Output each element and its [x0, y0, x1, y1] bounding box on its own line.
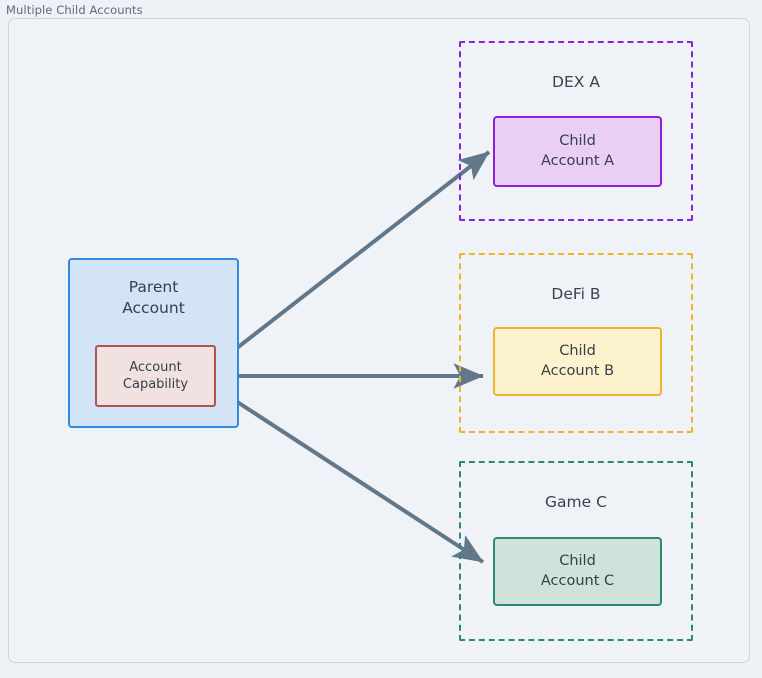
account-capability-label-line2: Capability — [122, 377, 189, 392]
child-account-c-label-line2: Account C — [540, 572, 615, 589]
child-account-b-label-line1: Child — [559, 343, 596, 360]
group-dex-a: DEX A — [459, 41, 693, 221]
group-game-c-title: Game C — [545, 493, 607, 511]
child-account-c-node[interactable]: Child Account C — [493, 537, 662, 606]
group-defi-b: DeFi B — [459, 253, 693, 433]
group-dex-a-title: DEX A — [552, 73, 600, 91]
group-game-c: Game C — [459, 461, 693, 641]
parent-account-label-line1: Parent — [128, 278, 179, 296]
child-account-b-node[interactable]: Child Account B — [493, 327, 662, 396]
parent-account-label-line2: Account — [122, 298, 185, 317]
group-defi-b-title: DeFi B — [551, 285, 601, 303]
child-account-c-label-line1: Child — [559, 553, 596, 570]
frame-title: Multiple Child Accounts — [6, 3, 143, 17]
child-account-a-label-line2: Account A — [540, 152, 615, 169]
account-capability-label-line1: Account — [129, 359, 182, 375]
account-capability-node[interactable]: Account Capability — [95, 345, 216, 407]
child-account-a-label-line1: Child — [559, 133, 596, 150]
child-account-a-node[interactable]: Child Account A — [493, 116, 662, 187]
child-account-b-label-line2: Account B — [540, 362, 615, 379]
